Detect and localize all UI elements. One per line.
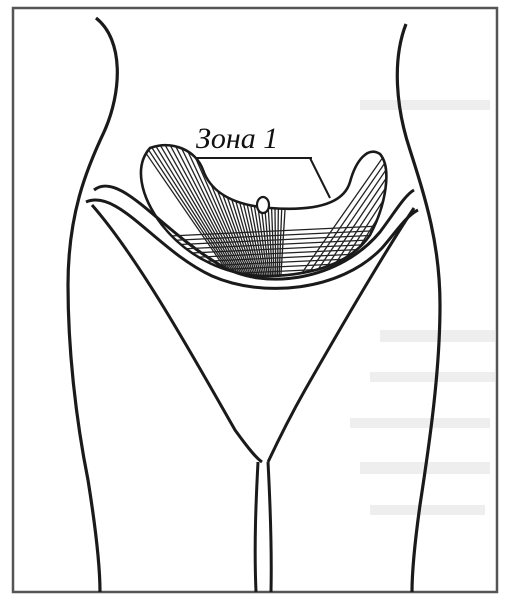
navel-marker xyxy=(257,197,269,213)
zone-label-leader xyxy=(310,158,330,198)
hatch-line xyxy=(409,247,419,290)
hatch-line xyxy=(422,260,423,290)
inner-leg-line-left xyxy=(255,462,258,592)
hatch-line xyxy=(426,279,444,290)
hatch-line xyxy=(423,266,430,290)
hatch-line xyxy=(424,272,437,290)
zone-1-label: Зона 1 xyxy=(196,124,278,154)
hatch-line xyxy=(395,235,416,291)
hatch-line xyxy=(374,216,412,290)
hatch-line xyxy=(297,146,396,290)
left-leg-line xyxy=(92,205,262,462)
inner-leg-line-right xyxy=(268,462,271,592)
bleed-through-texture xyxy=(350,100,495,515)
hatch-line xyxy=(402,241,417,290)
left-waist-contour xyxy=(68,18,117,592)
hatch-line xyxy=(416,253,420,290)
